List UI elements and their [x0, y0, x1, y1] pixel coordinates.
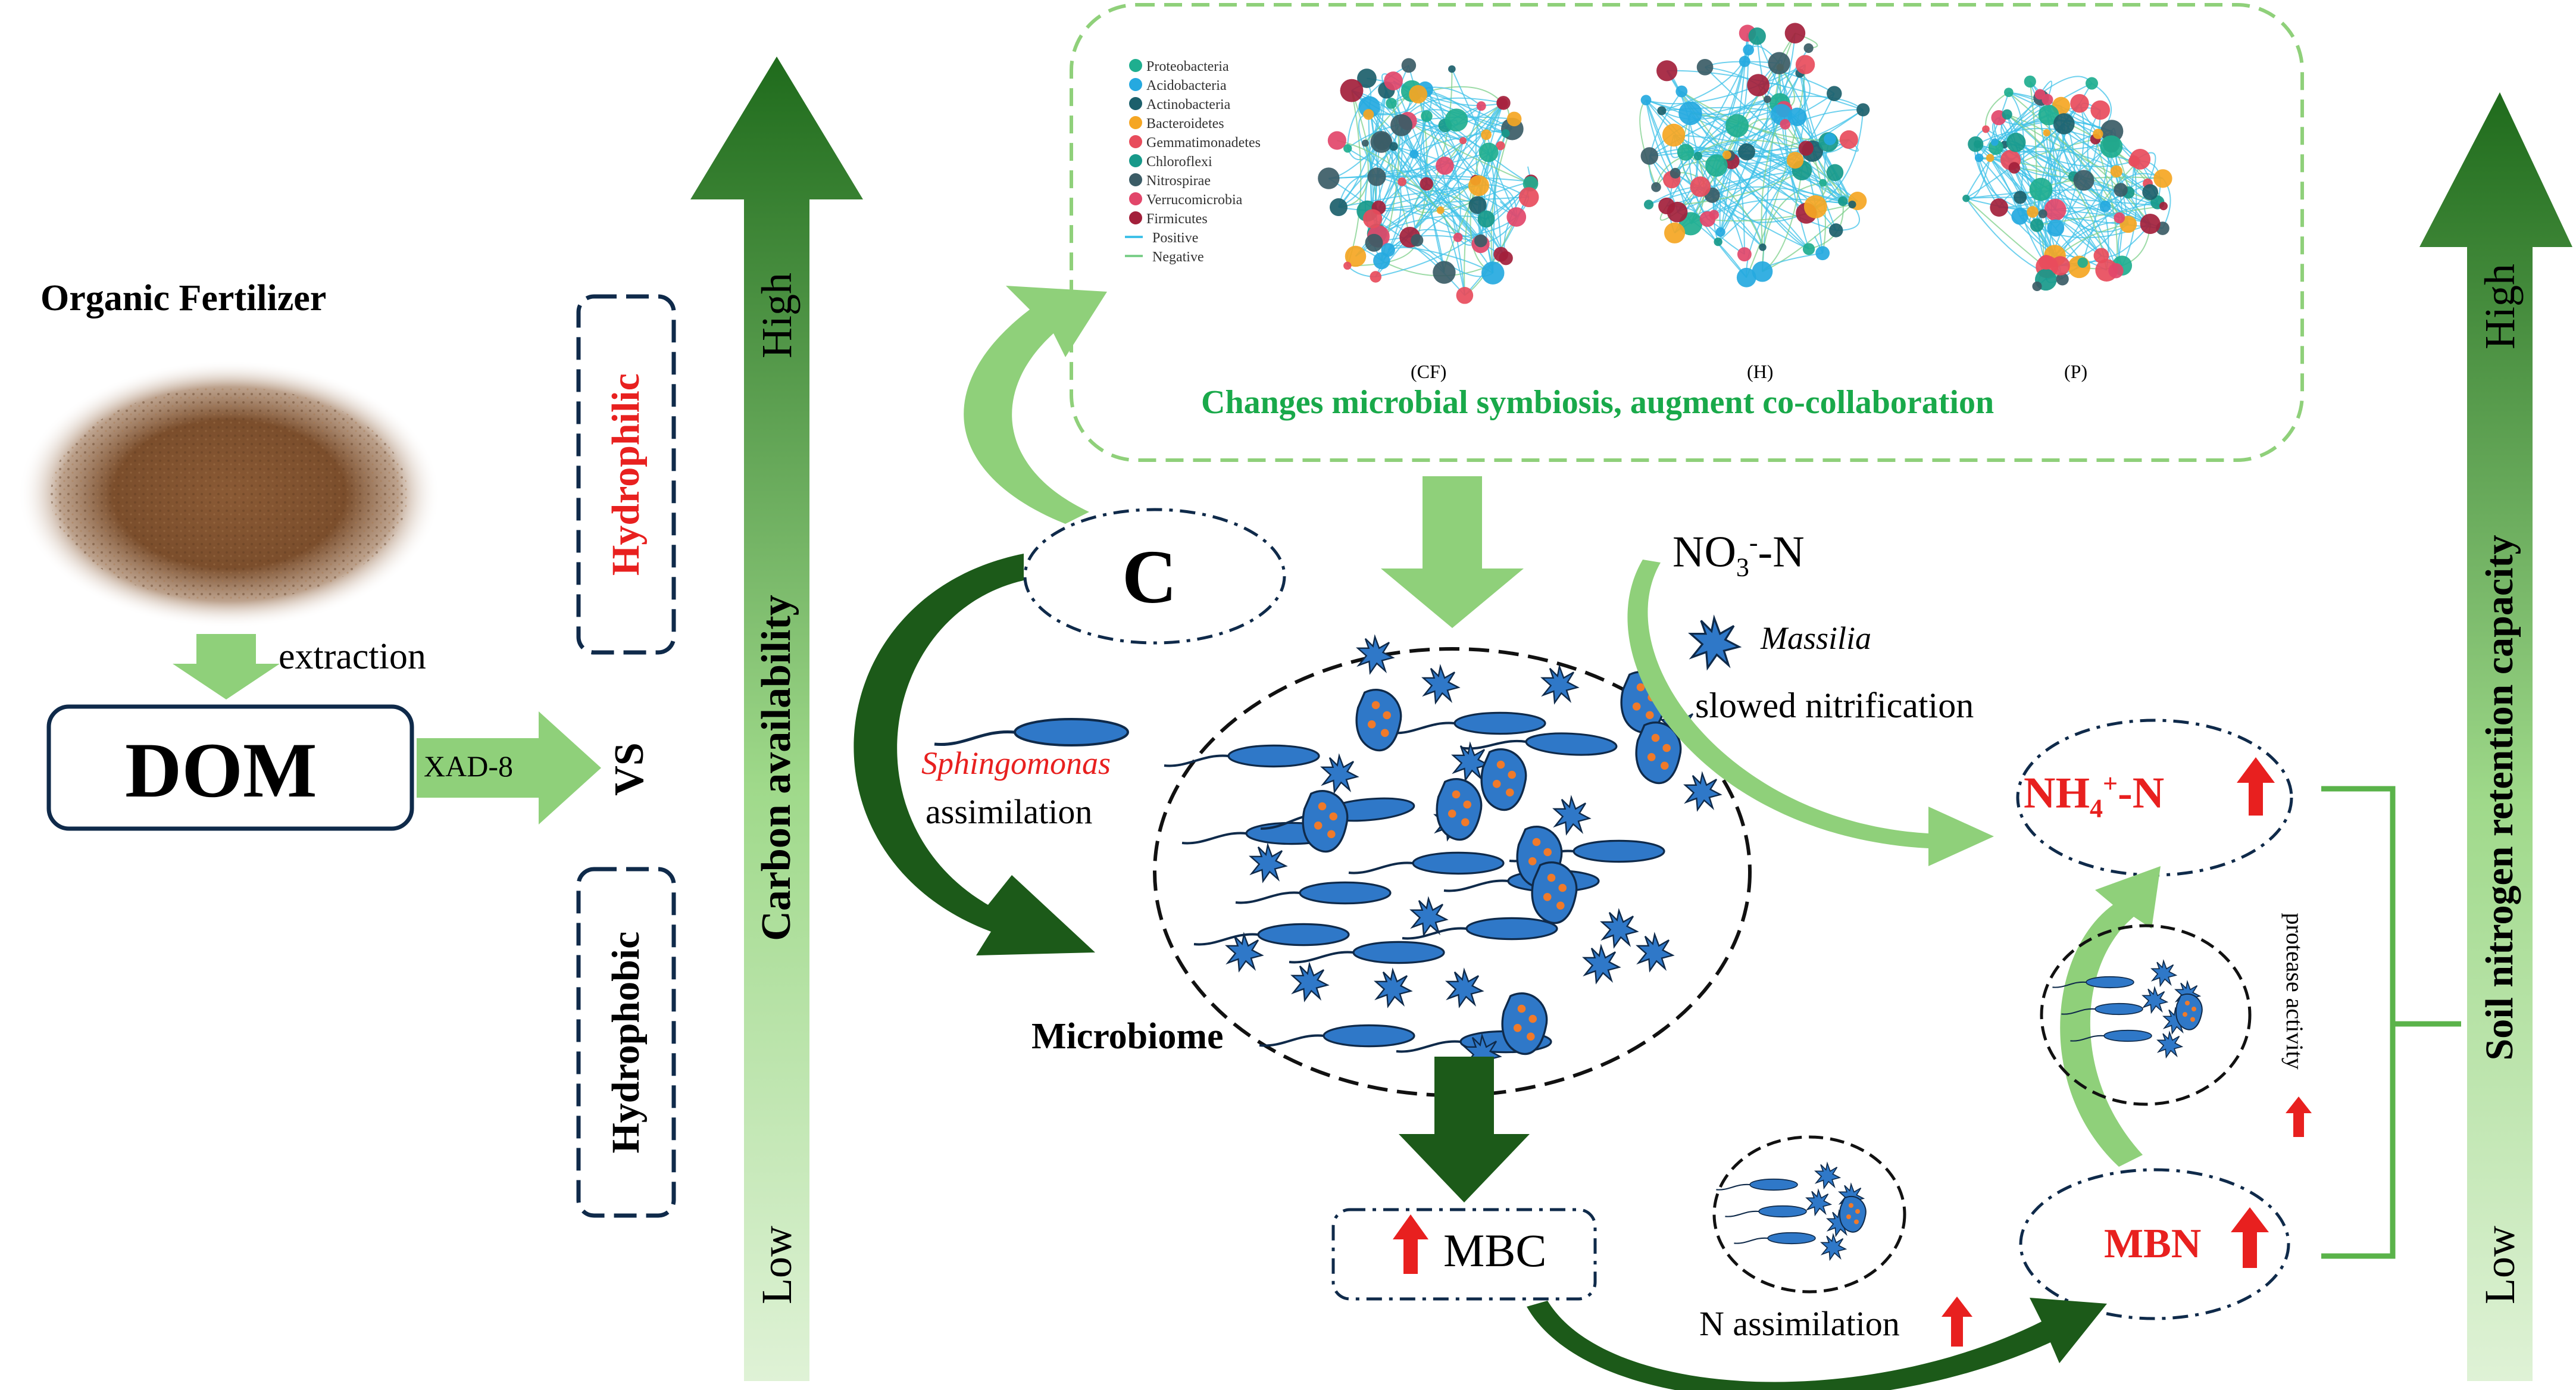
nitrogen-high-label: High	[2476, 264, 2524, 349]
c-ellipse	[1023, 508, 1286, 645]
protease-arrow	[2060, 866, 2161, 1167]
network-label-h: (H)	[1747, 361, 1774, 382]
network-0	[1318, 58, 1539, 304]
n-assimilation-arrow	[1527, 1298, 2107, 1390]
legend-label: Acidobacteria	[1146, 78, 1227, 93]
microbiome-label: Microbiome	[1031, 1016, 1224, 1057]
nitrogen-axis-arrow	[2419, 92, 2572, 1381]
legend-label: Proteobacteria	[1146, 59, 1229, 74]
sphingomonas-rod	[934, 719, 1128, 745]
dom-label: DOM	[125, 726, 317, 814]
nh4-up-arrow	[2237, 757, 2275, 816]
legend-swatch	[1129, 59, 1142, 72]
mbc-box	[1331, 1208, 1597, 1301]
panel-to-microbiome-arrow	[1381, 476, 1524, 628]
network-label-p: (P)	[2064, 361, 2088, 382]
retention-bracket	[2321, 786, 2461, 1259]
mini-community-right	[2040, 924, 2252, 1106]
nh4-label: NH4+-N	[2024, 769, 2165, 823]
dom-box	[46, 704, 414, 831]
hydrophobic-label: Hydrophobic	[604, 931, 648, 1154]
microbiome-to-mbc-arrow	[1399, 1057, 1530, 1202]
carbon-axis-label: Carbon availability	[754, 595, 799, 941]
mini-microbes-bottom	[1715, 1163, 1867, 1260]
network-1	[1639, 23, 1870, 288]
mbn-label: MBN	[2104, 1221, 2202, 1267]
mbc-up-arrow	[1393, 1214, 1428, 1274]
nitrification-arrow	[1627, 560, 1994, 866]
legend-swatch	[1129, 154, 1142, 167]
organic-fertilizer-title: Organic Fertilizer	[40, 278, 327, 318]
xad-arrow	[417, 711, 601, 824]
legend-swatch	[1129, 135, 1142, 148]
protease-up-arrow	[2286, 1097, 2312, 1137]
massilia-label: Massilia	[1761, 620, 1872, 656]
mbc-label: MBC	[1443, 1225, 1547, 1276]
legend-label: Nitrospirae	[1146, 173, 1211, 189]
xad-label: XAD-8	[424, 749, 513, 783]
legend-label: Bacteroidetes	[1146, 116, 1224, 132]
assimilation-label: assimilation	[926, 792, 1093, 831]
legend-label: Actinobacteria	[1146, 97, 1231, 113]
carbon-axis-arrow	[690, 57, 863, 1381]
legend-label: Verrucomicrobia	[1146, 192, 1243, 208]
legend-label: Firmicutes	[1146, 211, 1208, 227]
vs-label: VS	[607, 742, 652, 796]
hydrophilic-box	[576, 294, 676, 655]
legend-label: Negative	[1152, 249, 1204, 265]
n-assim-up-arrow	[1942, 1297, 1972, 1347]
nitrogen-axis-label: Soil nitrogen retention capacity	[2478, 535, 2521, 1061]
massilia-star	[1689, 617, 1740, 669]
mbn-ellipse	[2019, 1168, 2290, 1320]
n-assimilation-label: N assimilation	[1699, 1304, 1900, 1343]
legend-label: Gemmatimonadetes	[1146, 135, 1261, 151]
mini-community-bottom	[1712, 1135, 1906, 1294]
slowed-nitrification-label: slowed nitrification	[1695, 686, 1974, 725]
legend-swatch	[1129, 192, 1142, 205]
network-label-cf: (CF)	[1411, 361, 1447, 382]
no3-label: NO3--N	[1672, 527, 1805, 582]
mbn-up-arrow	[2231, 1207, 2269, 1268]
network-panel	[1070, 3, 2304, 462]
legend-label: Positive	[1152, 230, 1198, 246]
hydrophobic-box	[576, 867, 676, 1218]
network-caption: Changes microbial symbiosis, augment co-…	[1201, 384, 1994, 421]
legend-swatch	[1129, 211, 1142, 224]
network-legend: ProteobacteriaAcidobacteriaActinobacteri…	[1125, 59, 1261, 265]
protease-label: protease activity	[2281, 913, 2308, 1070]
legend-swatch	[1129, 97, 1142, 110]
legend-label: Chloroflexi	[1146, 154, 1212, 170]
network-plots	[1318, 23, 2172, 304]
assimilation-arrow	[854, 554, 1095, 955]
network-2	[1962, 75, 2172, 291]
c-label: C	[1122, 535, 1177, 619]
extraction-label: extraction	[279, 636, 426, 677]
carbon-high-label: High	[753, 273, 801, 358]
carbon-low-label: Low	[753, 1226, 801, 1304]
extraction-arrow	[173, 634, 280, 699]
legend-swatch	[1129, 116, 1142, 129]
soil-texture	[51, 387, 408, 601]
sphingomonas-label: Sphingomonas	[921, 745, 1111, 781]
legend-swatch	[1129, 173, 1142, 186]
nitrogen-low-label: Low	[2476, 1226, 2524, 1304]
c-to-panel-arrow	[964, 286, 1107, 524]
legend-swatch	[1129, 78, 1142, 91]
hydrophilic-label: Hydrophilic	[604, 373, 648, 576]
